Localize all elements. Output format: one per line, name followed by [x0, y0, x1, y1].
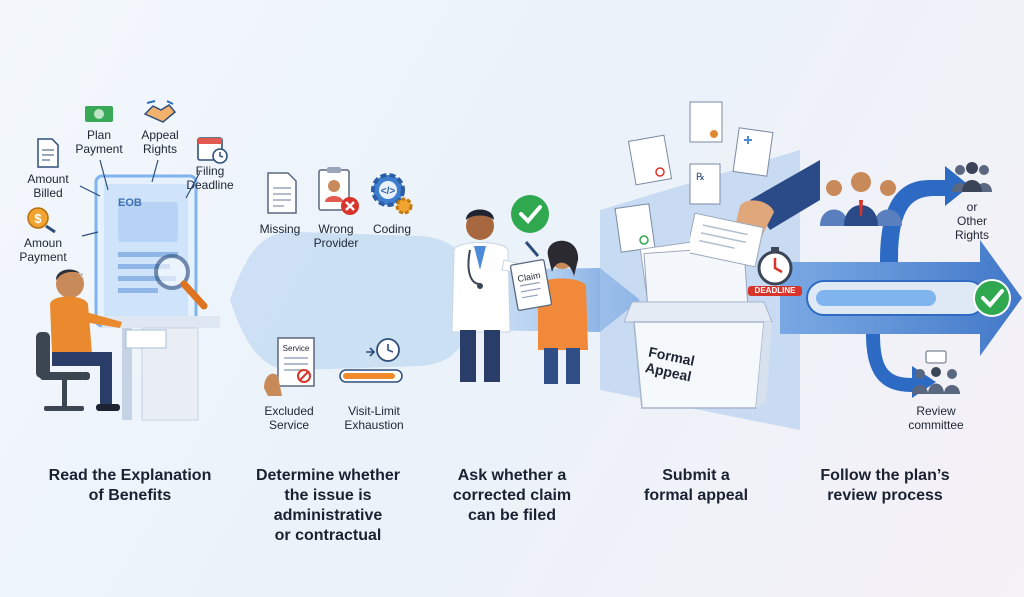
step5-caption: Follow the plan’s review process	[820, 467, 950, 504]
money-icon	[85, 106, 113, 122]
visit-limit-label: Visit-Limit Exhaustion	[344, 404, 404, 432]
complete-check-icon	[973, 279, 1011, 317]
review-committee-label: Review committee	[908, 404, 964, 432]
service-doc-label: Service	[282, 344, 310, 353]
deadline-badge: DEADLINE	[748, 286, 802, 296]
eob-label: EOB	[118, 197, 142, 209]
step1-connector-arrows	[79, 159, 200, 237]
handshake-icon	[143, 100, 177, 123]
step4-caption: Submit a formal appeal	[643, 467, 749, 504]
progress-bar	[806, 280, 986, 316]
svg-text:</>: </>	[381, 186, 396, 197]
coin-magnifier-icon: $	[27, 207, 56, 234]
coding-gear-icon: </>	[371, 173, 413, 215]
svg-text:℞: ℞	[696, 172, 705, 183]
coding-label: Coding	[372, 222, 412, 236]
step1-caption: Read the Explanation of Benefits	[48, 467, 212, 504]
visit-limit-icon	[339, 338, 403, 383]
excluded-service-icon	[264, 337, 315, 396]
hand-with-papers	[690, 160, 820, 268]
person-at-desk	[36, 269, 220, 421]
stopwatch-icon	[757, 247, 793, 286]
review-group-icon	[820, 172, 902, 226]
wrong-provider-label: Wrong Provider	[313, 222, 359, 250]
plan-payment-label: Plan Payment	[75, 128, 123, 156]
amount-billed-label: Amount Billed	[27, 172, 69, 200]
step3-caption: Ask whether a corrected claim can be fil…	[452, 467, 572, 524]
step2-caption: Determine whether the issue is administr…	[255, 467, 401, 544]
wrong-provider-icon	[318, 167, 359, 215]
missing-document-icon	[267, 172, 297, 214]
filing-deadline-label: Filing Deadline	[186, 164, 234, 192]
calendar-clock-icon	[197, 137, 228, 164]
excluded-service-label: Excluded Service	[264, 404, 314, 432]
committee-icon	[912, 350, 960, 394]
other-rights-label: or Other Rights	[954, 200, 989, 242]
doctor-patient-illustration	[451, 209, 588, 384]
appeal-rights-label: Appeal Rights	[141, 128, 179, 156]
document-icon	[37, 138, 59, 168]
amount-payment-label: Amoun Payment	[19, 236, 67, 264]
other-rights-group-icon	[952, 162, 992, 192]
green-check-icon	[511, 195, 549, 233]
svg-text:$: $	[34, 211, 42, 226]
missing-label: Missing	[259, 222, 301, 236]
floating-documents: ℞	[614, 101, 774, 253]
